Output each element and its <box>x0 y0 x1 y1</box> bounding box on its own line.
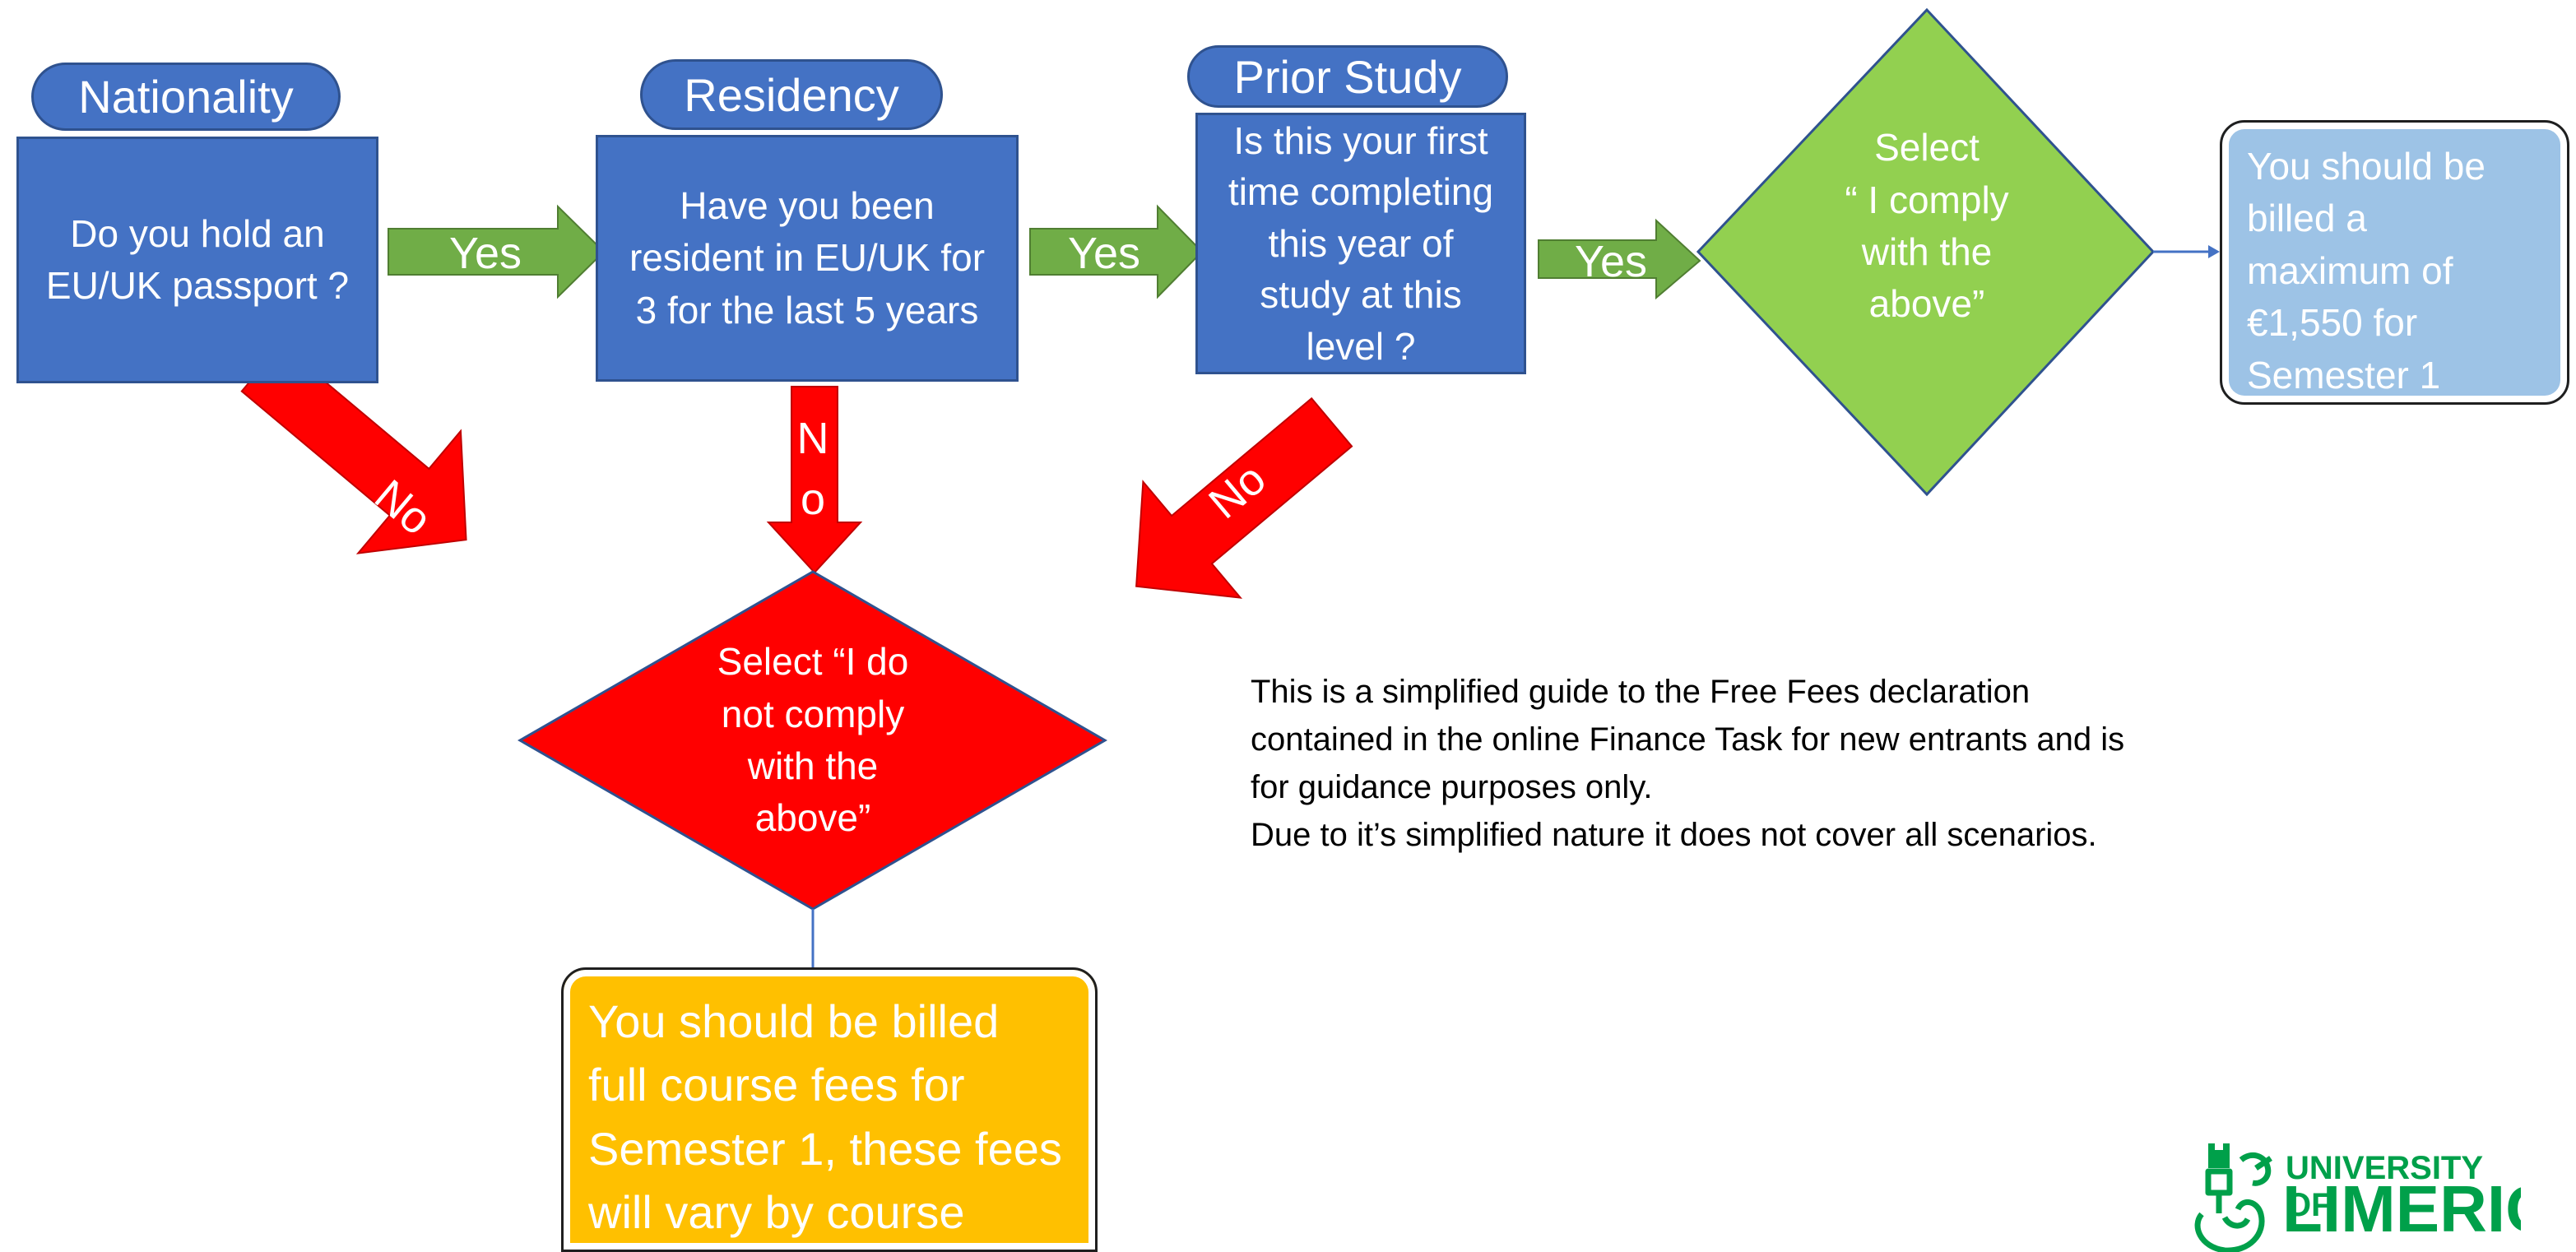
question-nationality: Do you hold an EU/UK passport ? <box>16 137 378 383</box>
result-not-comply: You should be billed full course fees fo… <box>561 967 1098 1252</box>
header-nationality: Nationality <box>31 63 341 131</box>
no-arrow-1 <box>240 343 467 554</box>
no-label-2-n: N <box>796 414 829 463</box>
no-arrow-3 <box>1135 396 1353 599</box>
no-arrow-2 <box>766 386 863 574</box>
comply-decision-text: Select “ I comply with the above” <box>1845 126 2009 326</box>
question-prior-study: Is this your first time completing this … <box>1195 113 1526 374</box>
no-label-2-o: o <box>800 475 826 524</box>
yes-label-2: Yes <box>1067 229 1141 278</box>
yes-arrow-1 <box>388 204 606 299</box>
yes-label-1: Yes <box>448 229 522 278</box>
header-residency: Residency <box>640 59 943 130</box>
yes-label-3: Yes <box>1574 237 1648 286</box>
result-comply: You should be billed a maximum of €1,550… <box>2220 120 2569 405</box>
yes-arrow-2 <box>1029 204 1204 299</box>
question-residency: Have you been resident in EU/UK for 3 fo… <box>596 135 1019 382</box>
logo-text-university-of: UNIVERSITY OF <box>2286 1150 2483 1223</box>
header-prior-study: Prior Study <box>1187 45 1508 108</box>
logo-text-limerick: LIMERICK <box>2282 1172 2521 1245</box>
university-crest-icon <box>2194 1143 2272 1252</box>
connector-arrowhead <box>2208 245 2220 258</box>
yes-arrow-3 <box>1538 218 1701 300</box>
comply-diamond <box>1696 7 2156 497</box>
disclaimer-note: This is a simplified guide to the Free F… <box>1251 674 2125 853</box>
university-logo: UNIVERSITY OF LIMERICK <box>2192 1135 2521 1252</box>
not-comply-decision-text: Select “I do not comply with the above” <box>717 640 909 840</box>
